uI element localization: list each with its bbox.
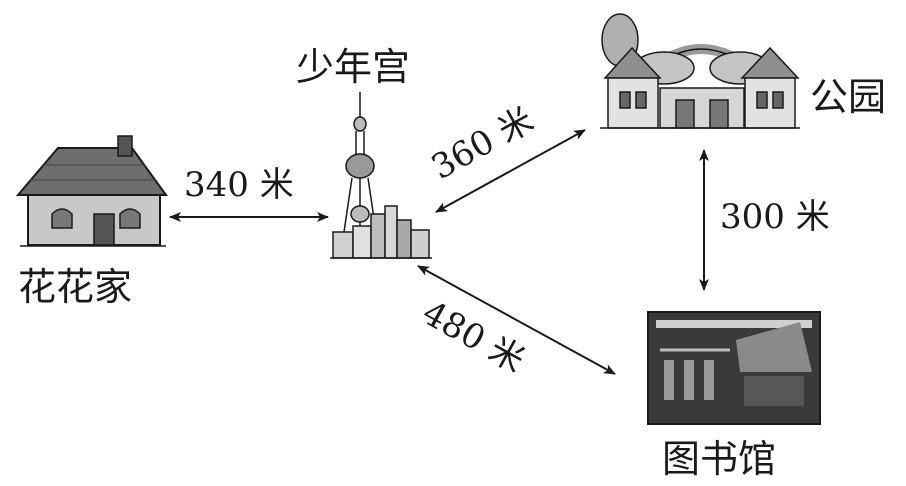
place-label-home: 花花家: [18, 265, 132, 309]
place-label-park: 公园: [810, 75, 886, 119]
distance-label-palace-library: 480 米: [416, 293, 531, 381]
tower-icon: [330, 92, 432, 259]
distance-label-palace-park: 360 米: [425, 100, 540, 188]
distance-label-park-library: 300 米: [720, 197, 830, 237]
house-icon: [15, 135, 168, 247]
place-label-library: 图书馆: [662, 437, 776, 481]
arrow-palace-park: [435, 129, 586, 213]
arrow-palace-library: [417, 265, 616, 375]
park-gate-icon: [600, 13, 800, 129]
place-label-youth-palace: 少年宫: [296, 45, 410, 89]
distance-label-home-palace: 340 米: [184, 165, 294, 205]
library-photo: [647, 311, 821, 425]
